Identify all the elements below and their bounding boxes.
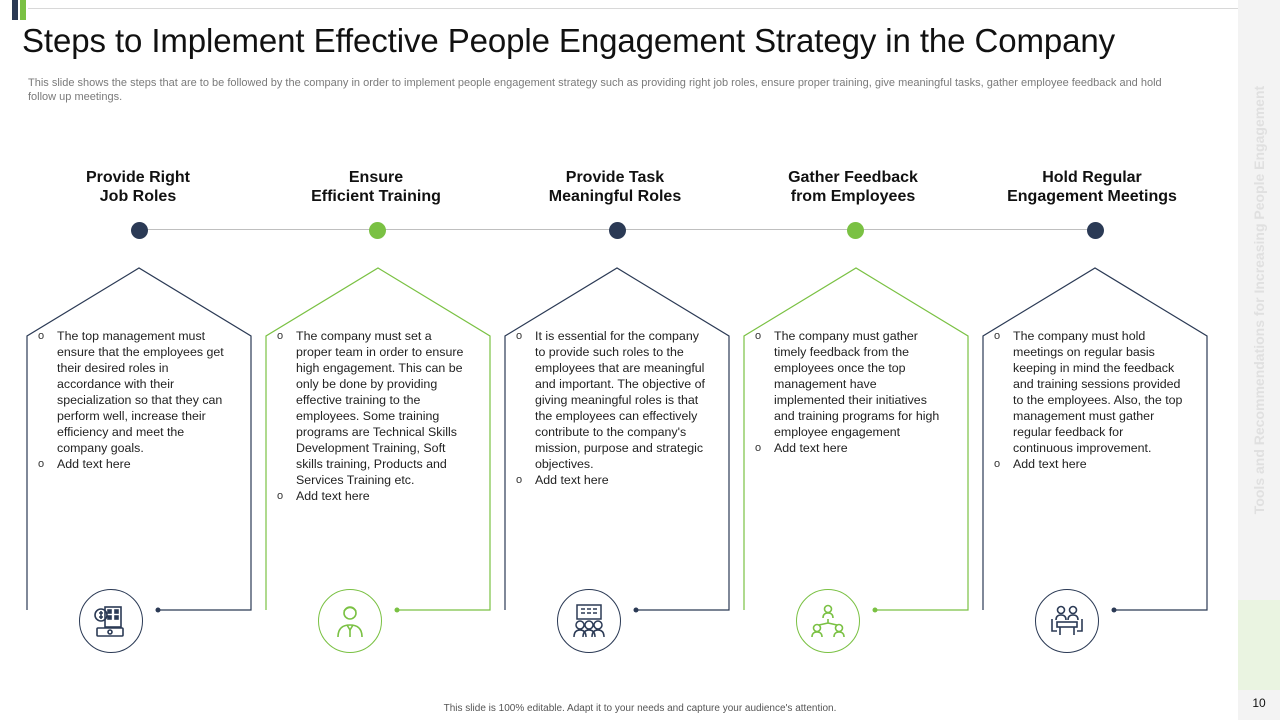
step-title-2-line1: Ensure (348, 169, 404, 186)
step-title-1-line1: Provide Right (85, 169, 190, 186)
step-icon-5 (1035, 589, 1099, 653)
step-title-3-line1: Provide Task (565, 169, 665, 186)
card-outline-3 (504, 267, 730, 611)
network-people-icon (811, 604, 845, 638)
step-title-4-line2: from Employees (790, 188, 916, 205)
timeline-dot-2 (369, 222, 386, 239)
accent-bar-navy (12, 0, 18, 20)
step-title-4-line1: Gather Feedback (788, 169, 918, 186)
step-title-4: Gather Feedback from Employees (753, 168, 953, 206)
step-title-1: Provide Right Job Roles (38, 168, 238, 206)
step-card-3: It is essential for the company to provi… (515, 328, 705, 488)
card-outline-1 (26, 267, 252, 611)
slide-subtitle: This slide shows the steps that are to b… (28, 77, 1162, 103)
card-outline-5 (982, 267, 1208, 611)
connector-dot-3 (633, 607, 639, 613)
trainer-icon (337, 606, 363, 638)
card-outline-2 (265, 267, 491, 611)
bullet-item[interactable]: Add text here (276, 488, 466, 504)
page-number: 10 (1252, 696, 1266, 710)
timeline-dot-4 (847, 222, 864, 239)
money-building-icon (94, 606, 124, 637)
step-card-5: The company must hold meetings on regula… (993, 328, 1183, 472)
connector-dot-1 (155, 607, 161, 613)
step-card-1: The top management must ensure that the … (37, 328, 227, 472)
step-icon-3 (557, 589, 621, 653)
bullet-item[interactable]: Add text here (754, 440, 944, 456)
bullet-item[interactable]: Add text here (515, 472, 705, 488)
step-title-2: Ensure Efficient Training (276, 168, 476, 206)
slide-title: Steps to Implement Effective People Enga… (22, 22, 1116, 59)
step-title-5: Hold Regular Engagement Meetings (992, 168, 1192, 206)
bullet-item[interactable]: Add text here (993, 456, 1183, 472)
step-title-1-line2: Job Roles (99, 188, 177, 205)
step-card-2: The company must set a proper team in or… (276, 328, 466, 504)
bullet-item: It is essential for the company to provi… (515, 328, 705, 472)
bullet-item: The company must gather timely feedback … (754, 328, 944, 440)
bullet-item: The top management must ensure that the … (37, 328, 227, 456)
step-icon-4 (796, 589, 860, 653)
step-card-4: The company must gather timely feedback … (754, 328, 944, 456)
team-building-icon (573, 604, 605, 638)
timeline-dot-3 (609, 222, 626, 239)
connector-dot-5 (1111, 607, 1117, 613)
card-outline-4 (743, 267, 969, 611)
timeline-dot-1 (131, 222, 148, 239)
bullet-item[interactable]: Add text here (37, 456, 227, 472)
step-title-5-line2: Engagement Meetings (1007, 188, 1177, 205)
footer-note: This slide is 100% editable. Adapt it to… (443, 703, 837, 714)
accent-bar-green (20, 0, 26, 20)
bullet-item: The company must hold meetings on regula… (993, 328, 1183, 456)
step-icon-2 (318, 589, 382, 653)
connector-dot-4 (872, 607, 878, 613)
bullet-item: The company must set a proper team in or… (276, 328, 466, 488)
step-icon-1 (79, 589, 143, 653)
step-title-3: Provide Task Meaningful Roles (515, 168, 715, 206)
top-rule (28, 8, 1238, 9)
step-title-2-line2: Efficient Training (311, 188, 441, 205)
meeting-table-icon (1051, 605, 1083, 635)
step-title-5-line1: Hold Regular (1042, 169, 1142, 186)
side-band-accent (1238, 600, 1280, 690)
step-title-3-line2: Meaningful Roles (548, 188, 682, 205)
connector-dot-2 (394, 607, 400, 613)
timeline-dot-5 (1087, 222, 1104, 239)
